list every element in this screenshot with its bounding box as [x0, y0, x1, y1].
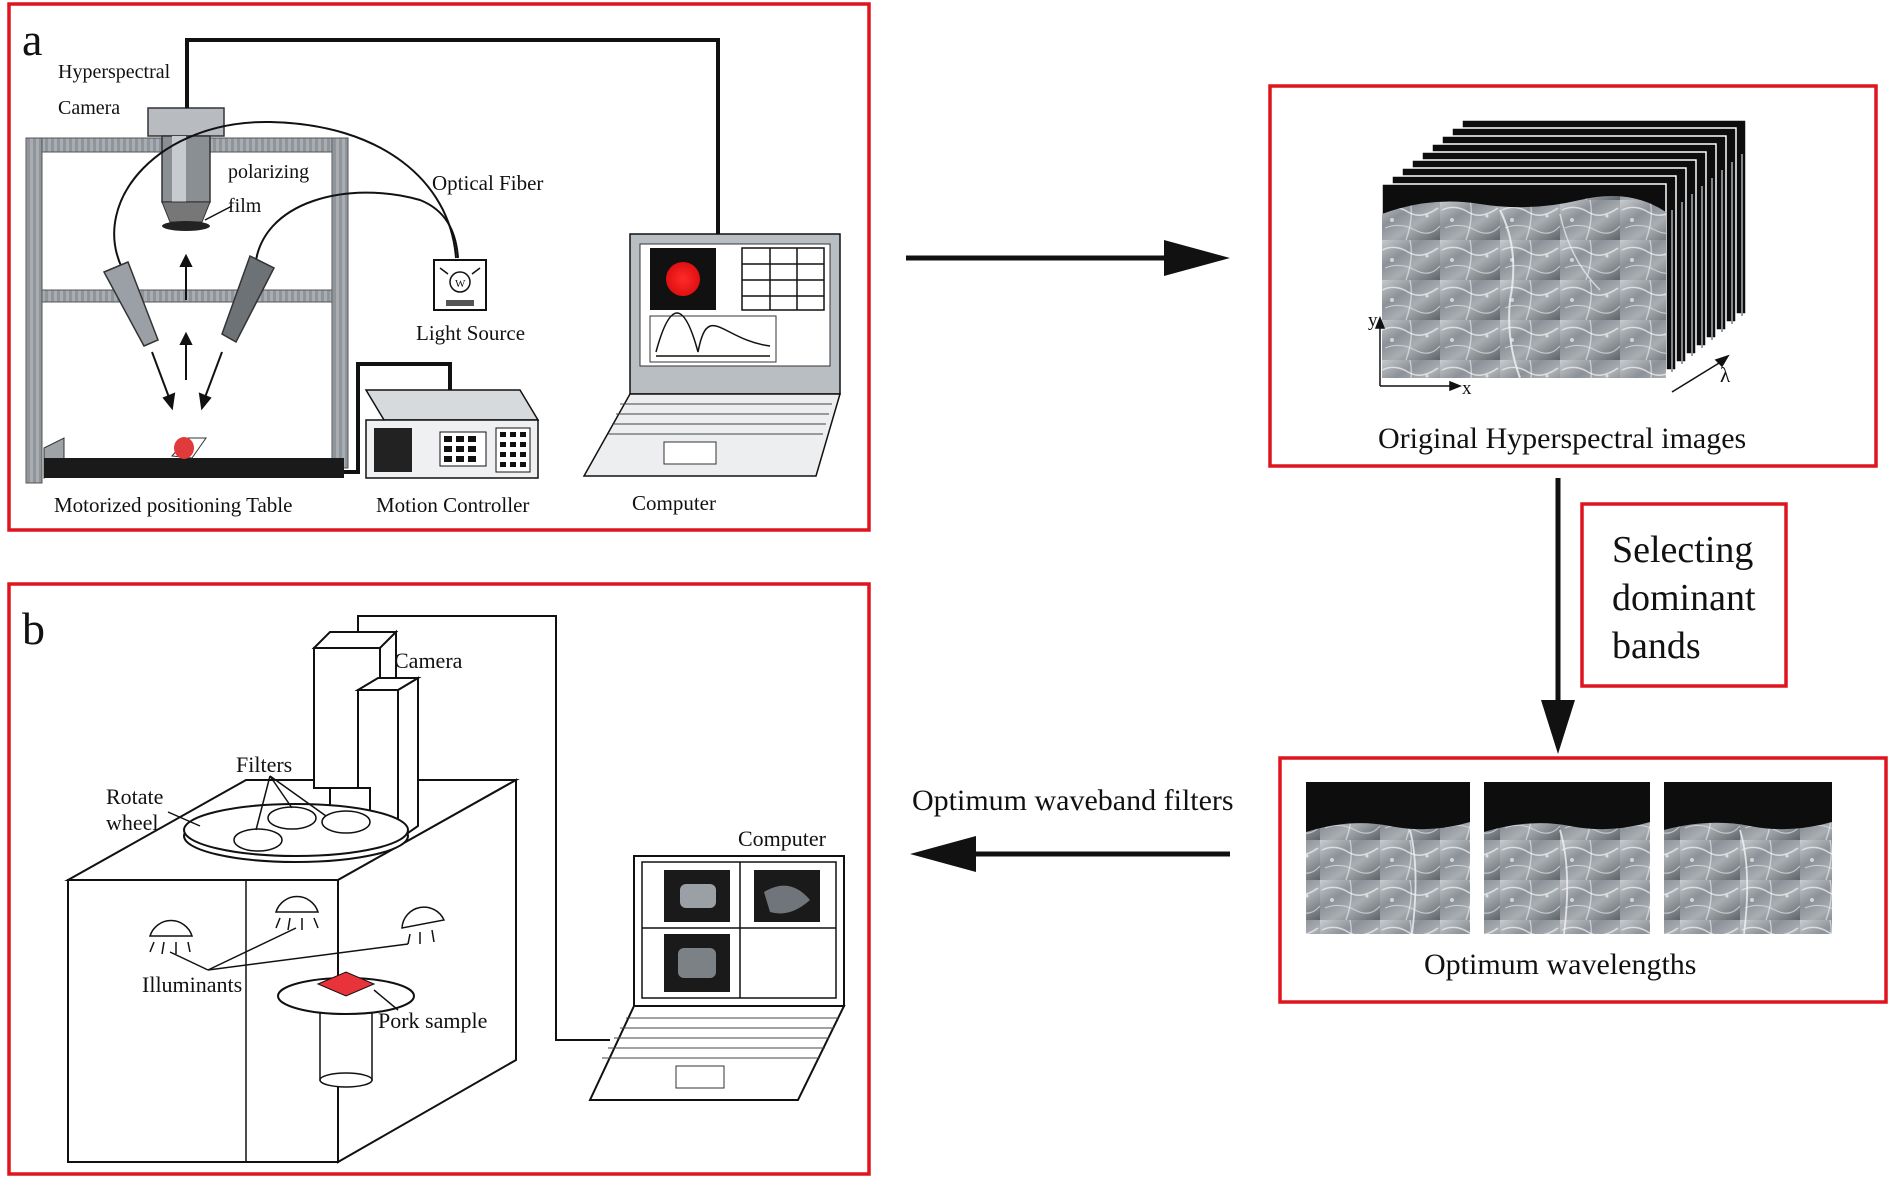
filter-leader-lines	[167, 775, 327, 831]
panel-b-border	[7, 582, 871, 1176]
laptop-a	[582, 233, 842, 477]
hyperspectral-camera	[147, 107, 225, 231]
arrow-down-selecting	[1541, 478, 1575, 754]
hyperspectral-stack	[1381, 119, 1747, 379]
pork-sample-block	[316, 971, 376, 997]
camera-cable-b	[357, 615, 610, 1041]
camera-cable	[185, 38, 720, 240]
light-source-box: W	[433, 259, 487, 311]
axis-y-label: y	[1368, 310, 1378, 331]
selecting-line2: dominant	[1612, 577, 1756, 619]
label-pork-sample: Pork sample	[378, 1008, 487, 1033]
wavelength-image-3	[1664, 782, 1832, 935]
filter-1	[233, 828, 283, 852]
selecting-box: Selecting dominant bands	[1580, 502, 1788, 688]
optimum-caption: Optimum wavelengths	[1424, 948, 1696, 981]
panel-b: b	[7, 582, 871, 1176]
label-computer-a: Computer	[632, 491, 716, 515]
filters-arrow-label: Optimum waveband filters	[912, 784, 1234, 817]
laptop-b	[588, 855, 846, 1101]
panel-a-border	[7, 2, 871, 532]
label-hyperspectral: Hyperspectral	[58, 61, 171, 83]
axis-x-label: x	[1462, 378, 1472, 399]
label-illuminants: Illuminants	[142, 972, 242, 997]
panel-a: a	[7, 2, 871, 532]
selecting-line1: Selecting	[1612, 529, 1753, 571]
label-light-source: Light Source	[416, 321, 525, 345]
illuminant-1	[148, 919, 194, 955]
screen-table	[741, 247, 825, 311]
label-positioning-table: Motorized positioning Table	[54, 493, 292, 517]
illuminant-leader-lines	[169, 927, 409, 971]
light-path-arrows	[151, 253, 223, 411]
axis-lambda-label: λ	[1720, 363, 1731, 387]
wavelength-image-2	[1484, 782, 1650, 935]
filter-2	[267, 806, 317, 830]
arrow-to-filters	[910, 836, 1230, 872]
illuminant-2	[274, 895, 320, 931]
polarizing-film	[162, 221, 210, 231]
motion-controller	[364, 389, 540, 479]
label-polarizing: polarizing	[228, 161, 309, 183]
svg-text:W: W	[455, 278, 466, 290]
rotate-wheel	[183, 803, 409, 863]
optimum-panel: Optimum wavelengths	[1278, 756, 1888, 1004]
label-wheel: wheel	[106, 810, 159, 835]
label-camera: Camera	[58, 97, 120, 119]
label-optical-fiber: Optical Fiber	[432, 171, 543, 195]
illuminant-3	[401, 906, 446, 945]
label-film: film	[228, 195, 262, 217]
label-camera-b: Camera	[394, 648, 463, 673]
cube-axes	[1374, 315, 1730, 393]
selecting-line3: bands	[1612, 625, 1701, 667]
label-motion-controller: Motion Controller	[376, 493, 529, 517]
film-leader-line	[204, 205, 233, 221]
motorized-table	[43, 437, 344, 479]
label-filters: Filters	[236, 752, 292, 777]
pork-sample-red	[174, 437, 194, 459]
arrow-to-hyperspectral	[906, 240, 1230, 276]
hyperspectral-panel: y x λ Original Hyperspectral images	[1268, 84, 1878, 468]
hyperspectral-caption: Original Hyperspectral images	[1378, 422, 1746, 455]
optical-fiber-right	[254, 191, 459, 269]
lamp-head-left	[102, 261, 159, 347]
filter-3	[321, 810, 371, 834]
label-rotate: Rotate	[106, 784, 163, 809]
optical-fiber-left	[113, 120, 457, 269]
lamp-head-right	[221, 254, 276, 344]
controller-cable	[344, 362, 452, 474]
sample-stage	[277, 971, 415, 1088]
hyperspectral-front-image	[1381, 183, 1667, 379]
label-computer-b: Computer	[738, 826, 827, 851]
hyperspectral-panel-border	[1268, 84, 1878, 468]
selecting-box-border	[1580, 502, 1788, 688]
panel-b-letter: b	[22, 603, 45, 654]
panel-a-letter: a	[22, 14, 42, 65]
wavelength-image-1	[1306, 782, 1470, 935]
optimum-panel-border	[1278, 756, 1888, 1004]
